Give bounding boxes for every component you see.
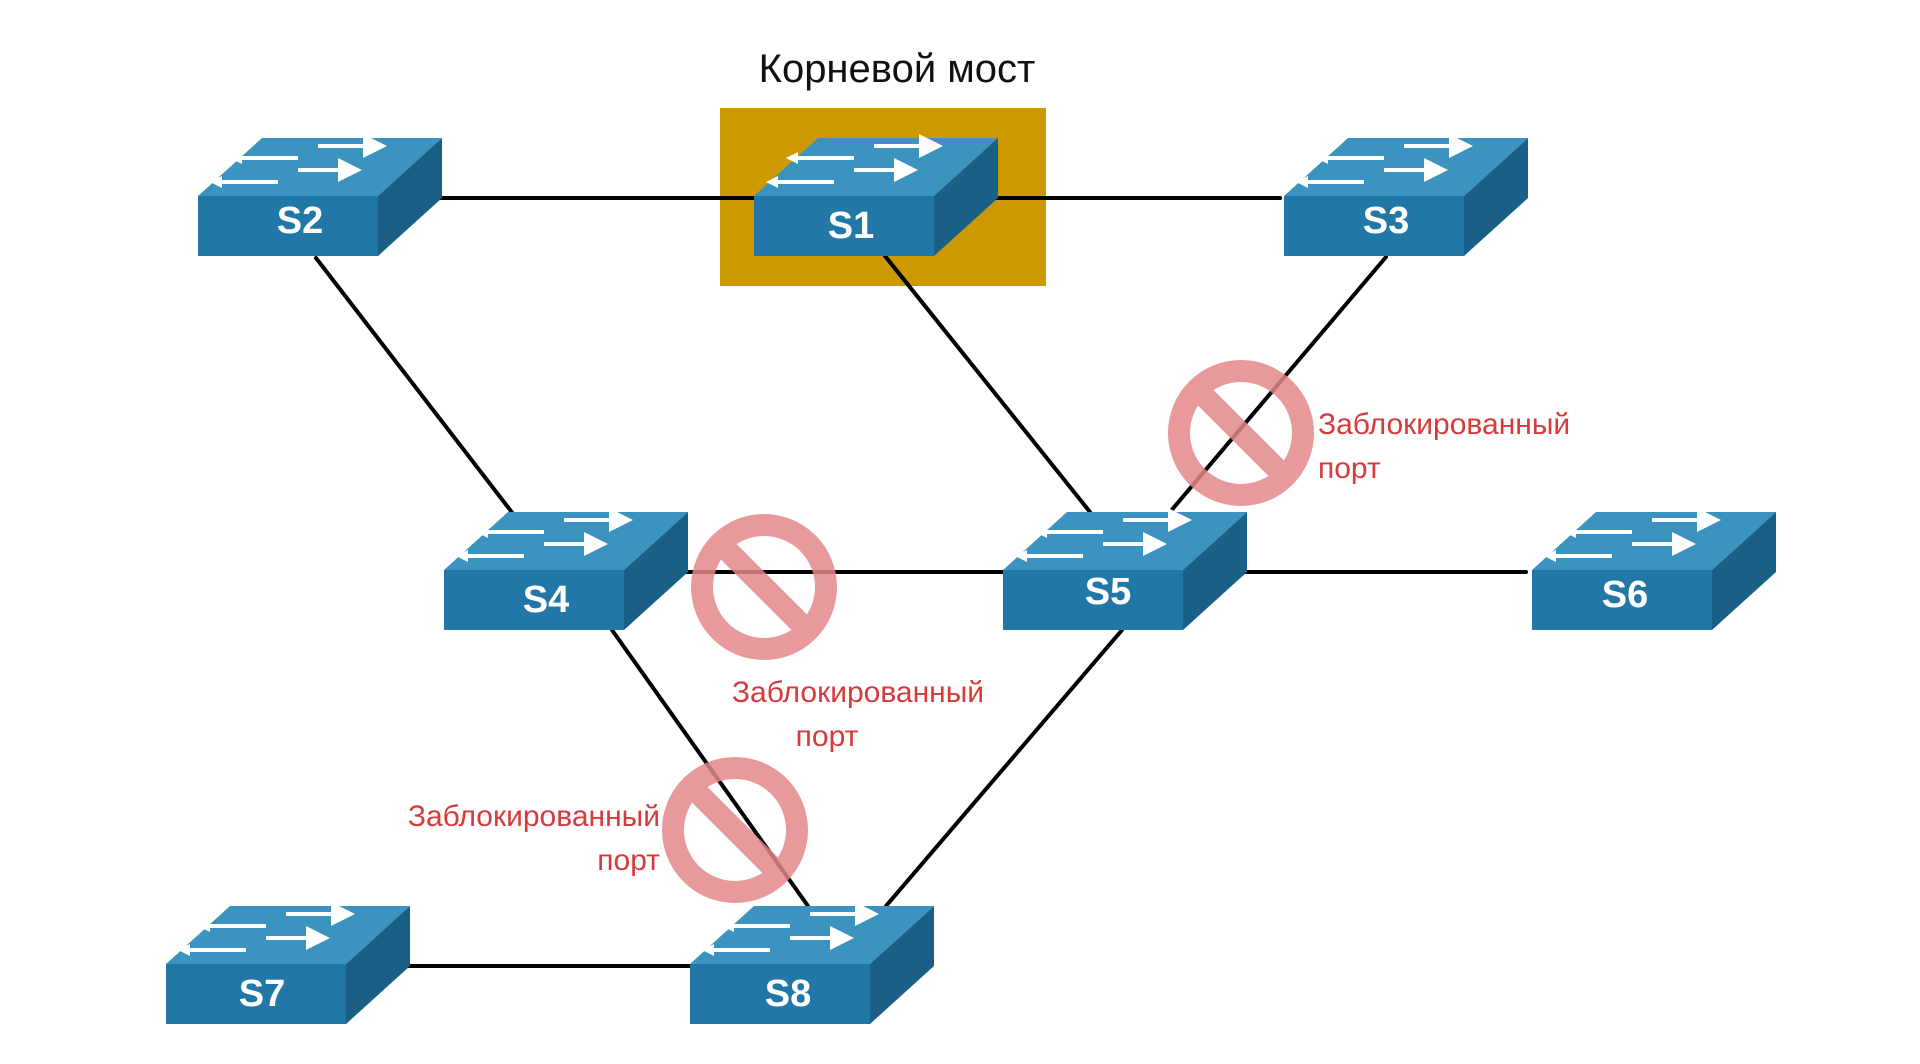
switch-front xyxy=(1284,196,1464,256)
arrows-icon xyxy=(702,902,879,956)
switch-S1[interactable]: S1 xyxy=(754,134,998,256)
blocked-port-label: порт xyxy=(1318,452,1381,485)
arrows-icon xyxy=(1296,134,1473,188)
switch-S2[interactable]: S2 xyxy=(198,134,442,256)
switch-front xyxy=(1003,570,1183,630)
blocked-port-label: Заблокированный xyxy=(732,676,984,709)
blocked-port-label: Заблокированный xyxy=(408,800,660,833)
switch-S4[interactable]: S4 xyxy=(444,508,688,630)
switch-front xyxy=(444,570,624,630)
switch-label: S8 xyxy=(765,973,811,1015)
switch-front xyxy=(690,964,870,1024)
switch-label: S2 xyxy=(277,200,323,242)
blocked-port-label: Заблокированный xyxy=(1318,408,1570,441)
switch-side xyxy=(1464,138,1528,256)
switch-label: S4 xyxy=(523,579,569,621)
switch-S8[interactable]: S8 xyxy=(690,902,934,1024)
switch-front xyxy=(1532,570,1712,630)
arrows-icon xyxy=(456,508,633,562)
switch-S7[interactable]: S7 xyxy=(166,902,410,1024)
switch-side xyxy=(1183,512,1247,630)
switch-side xyxy=(1712,512,1776,630)
blocked-port-label: порт xyxy=(796,720,859,753)
switch-S6[interactable]: S6 xyxy=(1532,508,1776,630)
arrows-icon xyxy=(1015,508,1192,562)
link-S5-S8 xyxy=(884,628,1124,908)
switch-front xyxy=(754,196,934,256)
switch-side xyxy=(624,512,688,630)
switch-side xyxy=(870,906,934,1024)
switch-front xyxy=(166,964,346,1024)
switch-front xyxy=(198,196,378,256)
switch-S5[interactable]: S5 xyxy=(1003,508,1247,630)
root-bridge-title: Корневой мост xyxy=(759,47,1036,91)
switch-label: S6 xyxy=(1602,574,1648,616)
blocked-port-label: порт xyxy=(597,844,660,877)
switch-label: S5 xyxy=(1085,571,1131,613)
links xyxy=(314,196,1528,968)
blocked-port-icon xyxy=(662,757,808,903)
link-S2-S4 xyxy=(314,256,516,517)
arrows-icon xyxy=(1544,508,1721,562)
blocked-port-icon xyxy=(691,514,837,660)
switch-side xyxy=(378,138,442,256)
switch-label: S3 xyxy=(1363,200,1409,242)
link-S1-S5 xyxy=(883,254,1092,514)
switch-side xyxy=(934,138,998,256)
switch-side xyxy=(346,906,410,1024)
switch-label: S1 xyxy=(828,205,874,247)
arrows-icon xyxy=(210,134,387,188)
blocked-port-icon xyxy=(1168,360,1314,506)
switch-S3[interactable]: S3 xyxy=(1284,134,1528,256)
switch-label: S7 xyxy=(239,973,285,1015)
arrows-icon xyxy=(178,902,355,956)
arrows-icon xyxy=(766,134,943,188)
